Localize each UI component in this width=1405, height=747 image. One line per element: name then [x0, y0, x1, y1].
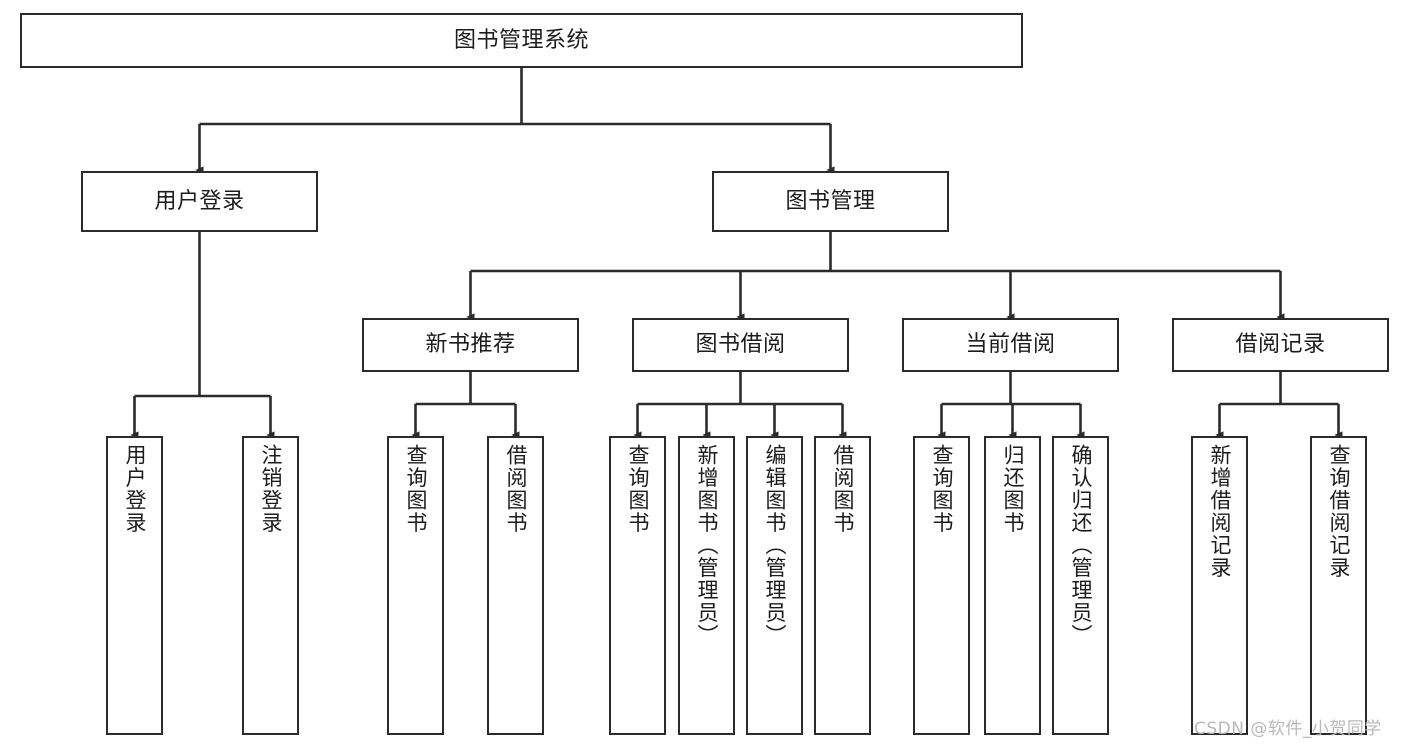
node-book-manage[interactable]: 图书管理 — [712, 171, 949, 232]
node-leaf-borrow-book-2-label: 借阅图书 — [830, 444, 855, 534]
edge-group — [130, 68, 1343, 439]
node-leaf-query-book-3-label: 查询图书 — [929, 444, 954, 534]
node-current-borrow-label: 当前借阅 — [965, 332, 1056, 358]
node-leaf-add-record[interactable]: 新增借阅记录 — [1191, 436, 1248, 735]
node-leaf-return-book-label: 归还图书 — [1000, 444, 1025, 534]
node-new-book-recommend-label: 新书推荐 — [425, 332, 516, 358]
node-current-borrow[interactable]: 当前借阅 — [902, 318, 1119, 372]
node-leaf-return-book[interactable]: 归还图书 — [984, 436, 1041, 735]
node-new-book-recommend[interactable]: 新书推荐 — [362, 318, 579, 372]
node-root[interactable]: 图书管理系统 — [20, 13, 1023, 68]
node-leaf-query-book-1[interactable]: 查询图书 — [387, 436, 444, 735]
node-leaf-add-book-label: 新增图书（管理员） — [694, 444, 719, 647]
node-leaf-query-book-3[interactable]: 查询图书 — [913, 436, 970, 735]
node-leaf-query-record-label: 查询借阅记录 — [1326, 444, 1351, 579]
node-book-borrow-label: 图书借阅 — [695, 332, 786, 358]
node-leaf-edit-book-label: 编辑图书（管理员） — [762, 444, 787, 647]
node-leaf-borrow-book-2[interactable]: 借阅图书 — [814, 436, 871, 735]
node-leaf-query-record[interactable]: 查询借阅记录 — [1310, 436, 1367, 735]
node-user-login[interactable]: 用户登录 — [81, 171, 318, 232]
csdn-watermark: CSDN @软件_小贺同学 — [1194, 719, 1382, 739]
node-book-manage-label: 图书管理 — [785, 188, 876, 214]
node-leaf-query-book-1-label: 查询图书 — [403, 444, 428, 534]
node-leaf-confirm-return-label: 确认归还（管理员） — [1068, 444, 1093, 647]
node-leaf-user-logout[interactable]: 注销登录 — [242, 436, 299, 735]
node-leaf-query-book-2-label: 查询图书 — [625, 444, 650, 534]
node-leaf-user-login-label: 用户登录 — [122, 444, 147, 534]
node-leaf-confirm-return[interactable]: 确认归还（管理员） — [1052, 436, 1109, 735]
node-root-label: 图书管理系统 — [453, 27, 589, 53]
node-borrow-record-label: 借阅记录 — [1235, 332, 1326, 358]
node-book-borrow[interactable]: 图书借阅 — [632, 318, 849, 372]
node-leaf-query-book-2[interactable]: 查询图书 — [609, 436, 666, 735]
node-leaf-borrow-book-1-label: 借阅图书 — [503, 444, 528, 534]
node-leaf-edit-book[interactable]: 编辑图书（管理员） — [746, 436, 803, 735]
node-borrow-record[interactable]: 借阅记录 — [1172, 318, 1389, 372]
node-leaf-add-record-label: 新增借阅记录 — [1207, 444, 1232, 579]
node-leaf-add-book[interactable]: 新增图书（管理员） — [678, 436, 735, 735]
node-user-login-label: 用户登录 — [154, 188, 245, 214]
node-leaf-user-logout-label: 注销登录 — [258, 444, 283, 534]
node-leaf-user-login[interactable]: 用户登录 — [106, 436, 163, 735]
node-leaf-borrow-book-1[interactable]: 借阅图书 — [487, 436, 544, 735]
